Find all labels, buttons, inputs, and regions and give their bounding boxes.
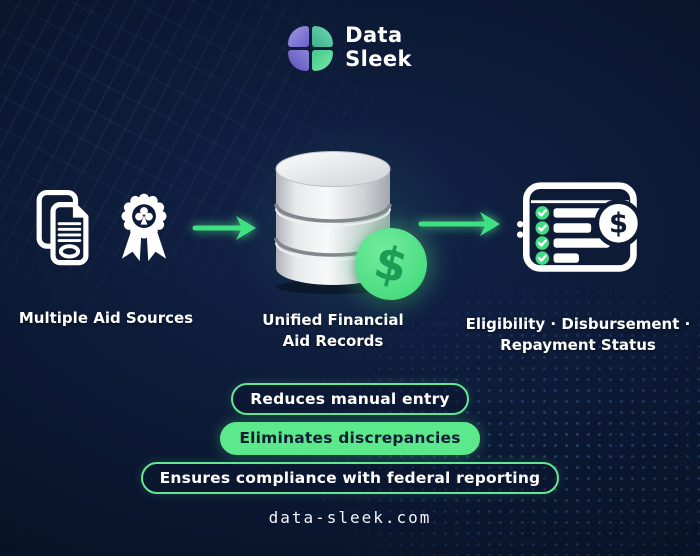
sources-label: Multiple Aid Sources bbox=[18, 309, 194, 327]
logo-petal bbox=[312, 26, 334, 48]
status-label-line1: Eligibility · Disbursement · bbox=[465, 315, 691, 333]
card-dollar-symbol: $ bbox=[609, 209, 628, 240]
benefit-pill: Reduces manual entry bbox=[231, 383, 469, 416]
logo-petal bbox=[288, 26, 310, 48]
dollar-symbol: $ bbox=[369, 234, 413, 294]
benefits-list: Reduces manual entry Eliminates discrepa… bbox=[0, 383, 700, 495]
card-side-dot bbox=[516, 231, 524, 238]
award-icon bbox=[121, 193, 167, 262]
benefit-pill: Eliminates discrepancies bbox=[220, 422, 480, 455]
card-side-dot bbox=[516, 221, 524, 228]
database-label: Unified Financial Aid Records bbox=[262, 310, 403, 352]
source-icons bbox=[34, 182, 178, 274]
checklist-rows bbox=[535, 206, 610, 265]
brand-name-line2: Sleek bbox=[345, 46, 412, 71]
brand-logo: Data Sleek bbox=[0, 23, 700, 72]
logo-petal bbox=[312, 50, 334, 72]
clover-glyph bbox=[135, 207, 153, 225]
card-dollar-coin-icon: $ bbox=[594, 199, 641, 248]
database-wrap: $ bbox=[273, 148, 431, 304]
brand-name-line1: Data bbox=[345, 23, 403, 47]
arrow-right-icon bbox=[418, 212, 500, 236]
arrow-right-icon bbox=[192, 216, 256, 240]
database-label-line2: Aid Records bbox=[282, 332, 384, 350]
checklist-card-icon: $ bbox=[516, 182, 641, 272]
status-label-line2: Repayment Status bbox=[500, 336, 656, 354]
logo-petal bbox=[288, 50, 310, 72]
status-icon-row: $ bbox=[515, 180, 641, 276]
brand-name: Data Sleek bbox=[345, 23, 412, 71]
website-url: data-sleek.com bbox=[268, 508, 432, 527]
flow-step-sources: Multiple Aid Sources bbox=[8, 182, 204, 329]
benefit-pill: Ensures compliance with federal reportin… bbox=[140, 461, 560, 495]
status-label: Eligibility · Disbursement · Repayment S… bbox=[466, 314, 691, 356]
flow-step-status: $ Eligibility · Disbursement · Repayment… bbox=[460, 180, 696, 356]
database-label-line1: Unified Financial bbox=[262, 311, 404, 329]
documents-icon bbox=[36, 189, 89, 266]
butterfly-logo-icon bbox=[288, 26, 334, 72]
flow-step-database: $ Unified Financial Aid Records bbox=[258, 148, 431, 352]
